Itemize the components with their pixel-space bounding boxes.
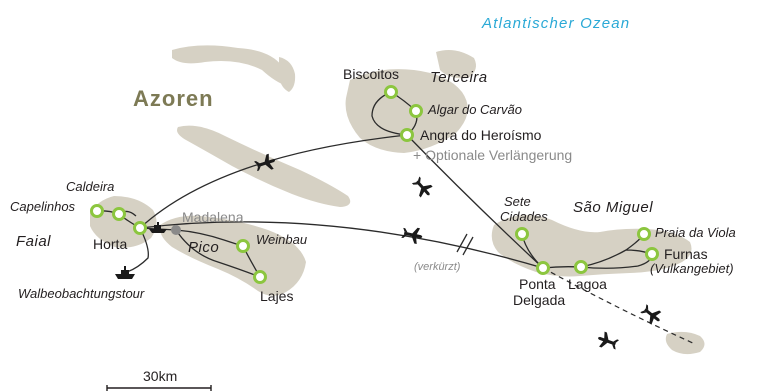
stop-caldeira [112, 207, 126, 221]
stop-lajes [253, 270, 267, 284]
label-lagoa: Lagoa [568, 276, 607, 292]
stop-angra [400, 128, 414, 142]
routes [96, 91, 696, 345]
flight-angra-ponta-delgada [406, 134, 544, 269]
label-horta: Horta [93, 236, 127, 252]
island-label-sao-miguel: São Miguel [573, 199, 653, 216]
stop-sete-cidades [515, 227, 529, 241]
land-masses [90, 45, 705, 355]
label-furnas: Furnas [664, 246, 708, 262]
stop-madalena [171, 225, 181, 235]
label-cidades: Cidades [500, 209, 548, 224]
label-madalena: Madalena [182, 209, 244, 225]
transport-icons [115, 152, 665, 353]
label-vulkangebiet: (Vulkangebiet) [650, 261, 734, 276]
road-sao-miguel [521, 233, 653, 269]
plane-icon [638, 301, 665, 328]
label-lajes: Lajes [260, 288, 293, 304]
scale-label: 30km [143, 368, 177, 384]
label-algar: Algar do Carvão [427, 102, 522, 117]
stop-weinbau [236, 239, 250, 253]
label-sete: Sete [504, 194, 531, 209]
shortened-route-mark [456, 233, 474, 256]
island-label-faial: Faial [16, 233, 51, 250]
label-ponta: Ponta [519, 276, 556, 292]
road-pico [175, 229, 261, 278]
stop-furnas [645, 247, 659, 261]
island-formigas-rock [598, 232, 609, 240]
stop-praia-da-viola [637, 227, 651, 241]
whale-boat-icon [115, 266, 135, 279]
island-terceira-east [436, 50, 476, 79]
plane-icon [400, 224, 424, 245]
label-weinbau: Weinbau [256, 232, 307, 247]
ferry-icon [149, 222, 167, 233]
label-optional-extension: + Optionale Verlängerung [413, 147, 572, 163]
island-pico [159, 215, 306, 296]
label-angra: Angra do Heroísmo [420, 127, 542, 143]
label-biscoitos: Biscoitos [343, 66, 399, 82]
stop-horta [133, 221, 147, 235]
stop-ponta-delgada [536, 261, 550, 275]
label-caldeira: Caldeira [66, 179, 114, 194]
flight-horta-ponta-delgada [139, 221, 544, 269]
island-label-pico: Pico [188, 239, 219, 256]
scale-bar: 30km [106, 368, 212, 391]
island-label-terceira: Terceira [430, 69, 488, 86]
stop-algar-do-carvao [409, 104, 423, 118]
ocean-label: Atlantischer Ozean [481, 15, 630, 32]
island-top-left [172, 45, 291, 86]
label-whale-tour: Walbeobachtungstour [18, 286, 145, 301]
label-capelinhos: Capelinhos [10, 199, 76, 214]
whale-tour-line [126, 227, 149, 273]
plane-icon [409, 174, 436, 201]
stop-capelinhos [90, 204, 104, 218]
island-terceira [345, 69, 468, 153]
island-santa-maria [665, 331, 705, 355]
plane-icon [595, 330, 621, 353]
map-title: Azoren [133, 86, 214, 111]
stop-biscoitos [384, 85, 398, 99]
scale-line [106, 385, 212, 391]
stop-lagoa [574, 260, 588, 274]
label-praia: Praia da Viola [655, 225, 736, 240]
flight-horta-angra [139, 134, 408, 229]
label-verkuerzt: (verkürzt) [414, 261, 461, 273]
island-graciosa-rock [279, 57, 296, 92]
island-sao-jorge [177, 125, 351, 207]
label-delgada: Delgada [513, 292, 565, 308]
stops [90, 85, 659, 284]
flight-sao-miguel-santa-maria [542, 267, 696, 345]
